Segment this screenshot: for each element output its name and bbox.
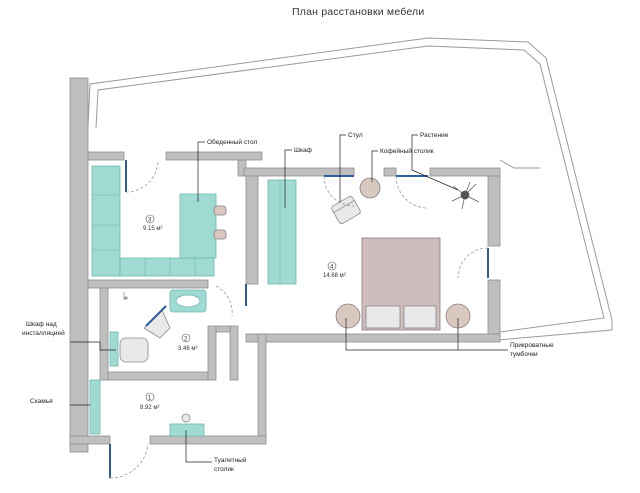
bedroom-area: 14.68 м²	[323, 273, 346, 279]
label-cabinet-2: инсталляцией	[22, 329, 65, 337]
wardrobe	[267, 179, 297, 285]
toilet	[119, 337, 149, 363]
bedside-table-left	[335, 303, 361, 329]
label-plant: Растение	[420, 132, 449, 139]
bedroom-number: 4	[330, 265, 334, 271]
walls	[69, 77, 501, 453]
kitchen-number: 3	[148, 218, 152, 224]
bench	[89, 379, 101, 435]
bathroom-number: 2	[184, 337, 188, 343]
label-bedside-2: тумбочки	[510, 350, 538, 358]
label-dresser-1: Туалетный	[214, 456, 247, 464]
doors	[109, 159, 489, 479]
label-dining-table: Обеденный стол	[207, 138, 257, 146]
plant-icon	[451, 181, 480, 210]
room-labels: 3 9.15 м² 4 14.68 м² 2 3.46 м² 1 8.92 м²	[140, 214, 346, 411]
hall-area: 8.92 м²	[140, 405, 159, 411]
dresser	[169, 423, 205, 437]
cabinet-over-installation	[109, 331, 119, 367]
label-wardrobe: Шкаф	[294, 147, 313, 154]
hall-furniture	[89, 379, 205, 437]
label-dresser-2: столик	[214, 466, 234, 473]
annotations: Обеденный стол Шкаф Стул Кофейный столик…	[22, 132, 554, 473]
label-chair: Стул	[348, 132, 363, 139]
bathroom-fixtures	[109, 289, 207, 367]
label-coffee-table: Кофейный столик	[380, 147, 434, 155]
kitchen-area: 9.15 м²	[143, 226, 162, 232]
label-bedside-1: Прикроватные	[510, 342, 554, 349]
bedroom-furniture	[331, 177, 480, 331]
plan-title: План расстановки мебели	[292, 6, 424, 18]
balcony	[87, 37, 613, 341]
label-bench: Скамья	[30, 398, 53, 405]
coffee-table	[359, 177, 381, 199]
label-cabinet-1: Шкаф над	[26, 321, 57, 328]
kitchen-cabinets	[91, 165, 217, 277]
chair	[331, 196, 361, 224]
bathroom-area: 3.46 м²	[178, 346, 197, 352]
dining-stools	[213, 205, 227, 240]
leader-lines	[70, 134, 508, 463]
hall-number: 1	[148, 396, 152, 402]
